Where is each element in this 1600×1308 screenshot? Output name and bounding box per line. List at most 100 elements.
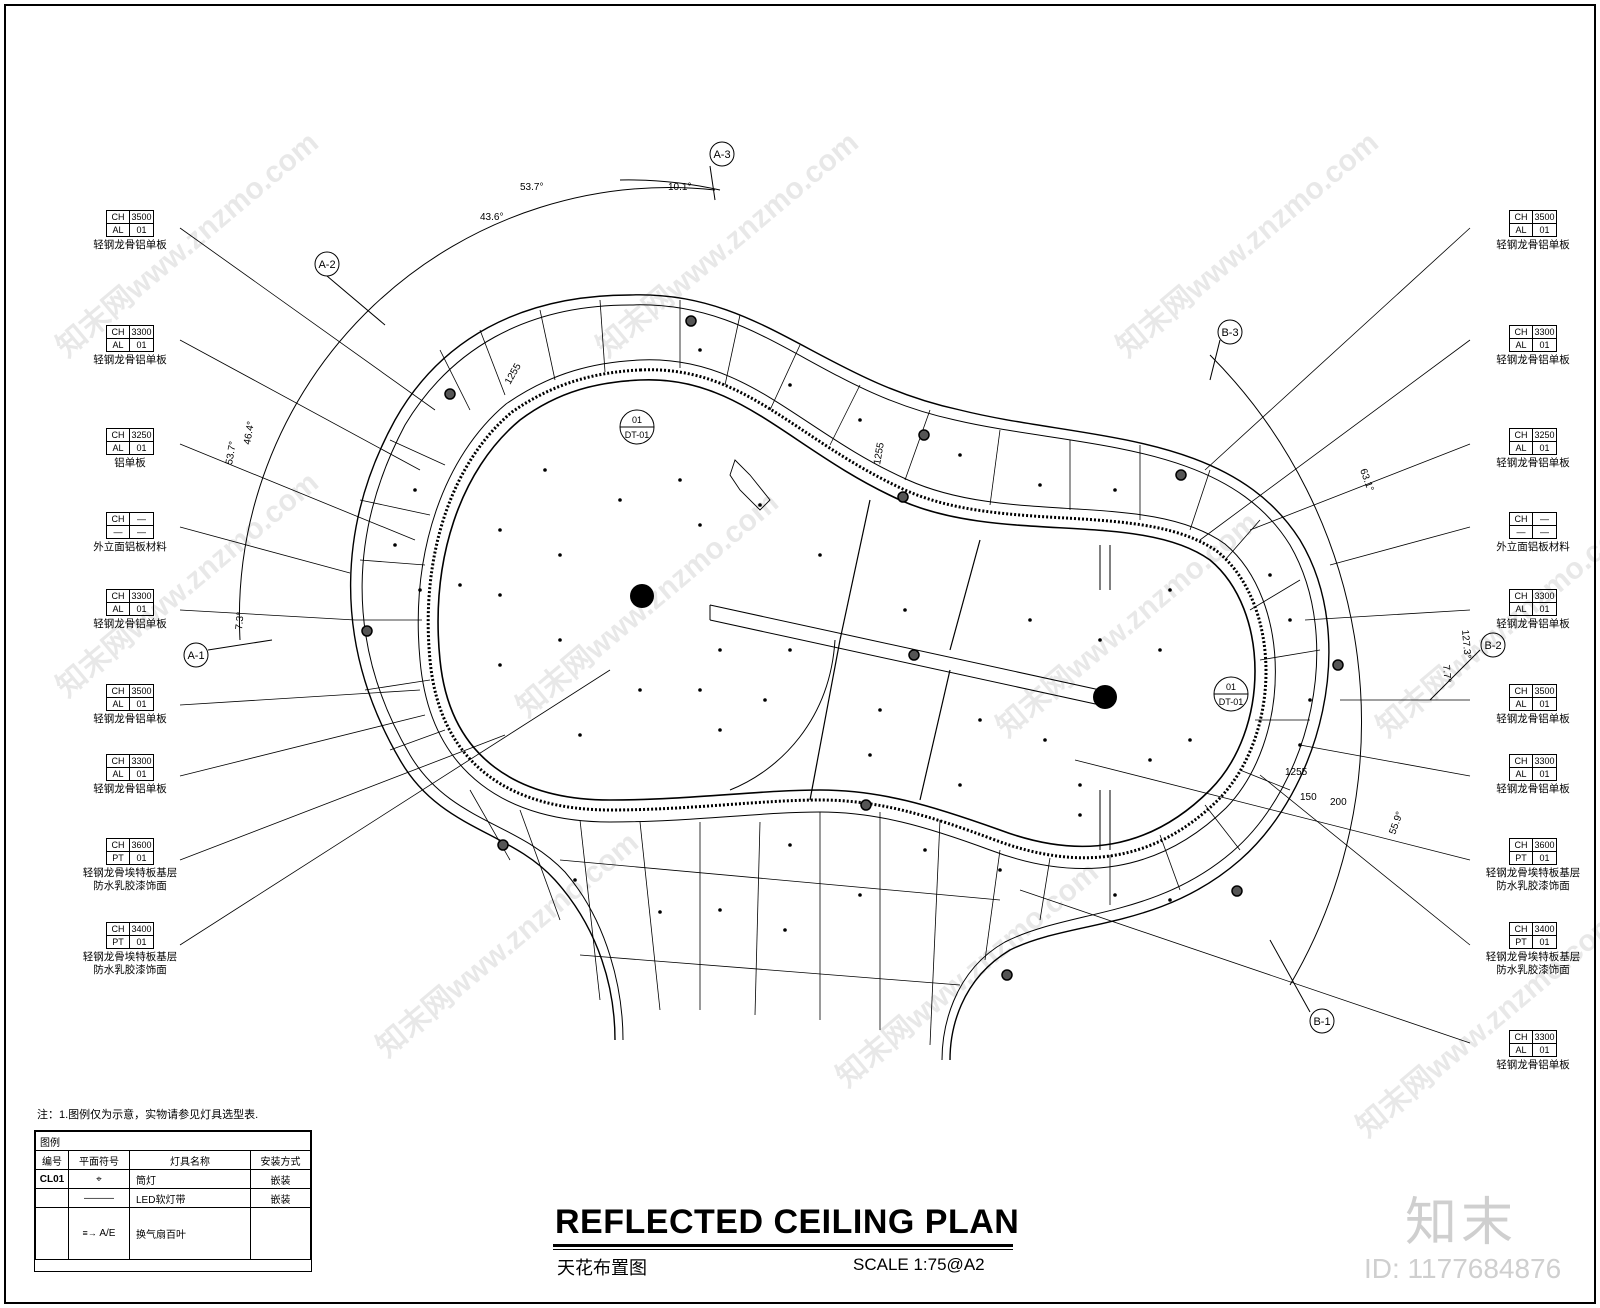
dim-200: 200 bbox=[1330, 797, 1347, 808]
tag-key: CH bbox=[1510, 513, 1533, 526]
tag-value: 01 bbox=[136, 604, 147, 614]
tag-key: CH bbox=[107, 429, 130, 442]
tag-key: AL bbox=[107, 442, 130, 454]
column-markers bbox=[361, 315, 1344, 981]
dim-1255-c: 1255 bbox=[1285, 767, 1308, 778]
tag-key: PT bbox=[107, 852, 130, 864]
note-text: 注：1.图例仅为示意，实物请参见灯具选型表. bbox=[37, 1109, 259, 1121]
legend-name-downlight: 筒灯 bbox=[129, 1169, 251, 1189]
tag-value: 3300 bbox=[1533, 327, 1556, 339]
brand-logo: 知末 bbox=[1405, 1193, 1518, 1253]
tag-key: CH bbox=[1510, 685, 1533, 698]
tag-value: 01 bbox=[136, 443, 147, 453]
tag-description: 轻钢龙骨铝单板 bbox=[1463, 239, 1600, 252]
tag-code-box: CH——— bbox=[1509, 512, 1557, 539]
tag-key: CH bbox=[107, 326, 130, 339]
tag-key: — bbox=[1510, 526, 1533, 538]
tag-key: AL bbox=[107, 768, 130, 780]
tag-description: 轻钢龙骨埃特板基层防水乳胶漆饰面 bbox=[1463, 951, 1600, 977]
tag-description-line: 外立面铝板材料 bbox=[1496, 541, 1570, 553]
material-tag: CH——— 外立面铝板材料 bbox=[1463, 512, 1600, 554]
tag-description: 轻钢龙骨铝单板 bbox=[60, 713, 200, 726]
section-label-b1: B-1 bbox=[1313, 1016, 1330, 1028]
tag-description: 轻钢龙骨铝单板 bbox=[1463, 1059, 1600, 1072]
tag-description-line: 外立面铝板材料 bbox=[93, 541, 167, 553]
tag-description: 轻钢龙骨铝单板 bbox=[1463, 713, 1600, 726]
tag-key: — bbox=[107, 526, 130, 538]
drawing-frame bbox=[4, 4, 1596, 1304]
tag-description-line: 防水乳胶漆饰面 bbox=[1496, 880, 1570, 892]
tag-value: 3300 bbox=[1533, 756, 1556, 768]
tag-description-line: 轻钢龙骨埃特板基层 bbox=[1485, 867, 1581, 879]
tag-key: AL bbox=[1510, 1044, 1533, 1056]
tag-key: PT bbox=[107, 936, 130, 948]
tag-description: 轻钢龙骨埃特板基层防水乳胶漆饰面 bbox=[60, 867, 200, 893]
legend-header-symbol: 平面符号 bbox=[68, 1150, 130, 1170]
legend-code-led bbox=[35, 1188, 69, 1208]
tag-value: 01 bbox=[1539, 1045, 1550, 1055]
tag-description-line: 轻钢龙骨铝单板 bbox=[1496, 239, 1570, 251]
outer-edge-right bbox=[629, 294, 1330, 1061]
detail-ref-right: DT-01 bbox=[1219, 697, 1244, 707]
tag-key: AL bbox=[1510, 698, 1533, 710]
tag-key: AL bbox=[107, 698, 130, 710]
tag-key: AL bbox=[1510, 768, 1533, 780]
legend-header-name: 灯具名称 bbox=[129, 1150, 251, 1170]
tag-code-box: CH——— bbox=[106, 512, 154, 539]
tag-value: 3300 bbox=[130, 327, 153, 339]
tag-key: PT bbox=[1510, 852, 1533, 864]
legend-code-cl01: CL01 bbox=[35, 1169, 69, 1189]
tag-key: CH bbox=[1510, 326, 1533, 339]
tag-value: 01 bbox=[1539, 853, 1550, 863]
tag-description: 轻钢龙骨铝单板 bbox=[1463, 354, 1600, 367]
tag-value: 3400 bbox=[1533, 924, 1556, 936]
downlight-symbol-icon: ⌖ bbox=[68, 1169, 130, 1189]
tag-description: 轻钢龙骨铝单板 bbox=[60, 354, 200, 367]
dim-150: 150 bbox=[1300, 792, 1317, 803]
tag-value: 3300 bbox=[130, 591, 153, 603]
tag-value: 3400 bbox=[130, 924, 153, 936]
tag-description-line: 防水乳胶漆饰面 bbox=[93, 964, 167, 976]
tag-value: 01 bbox=[1539, 443, 1550, 453]
tag-value: 01 bbox=[136, 699, 147, 709]
tag-key: AL bbox=[1510, 442, 1533, 454]
tag-value: 01 bbox=[136, 225, 147, 235]
tag-description: 轻钢龙骨埃特板基层防水乳胶漆饰面 bbox=[60, 951, 200, 977]
detail-number-top: 01 bbox=[632, 415, 642, 425]
tag-key: CH bbox=[1510, 923, 1533, 936]
section-marker-b3 bbox=[1217, 319, 1243, 345]
detail-ref-top: DT-01 bbox=[625, 430, 650, 440]
legend-mount-led: 嵌装 bbox=[250, 1188, 311, 1208]
tag-value: 01 bbox=[1539, 225, 1550, 235]
title-underline-thin bbox=[553, 1249, 1013, 1250]
tag-value: 3300 bbox=[1533, 1032, 1556, 1044]
tag-description: 铝单板 bbox=[60, 457, 200, 470]
legend-mount-vent bbox=[250, 1207, 311, 1260]
tag-description: 外立面铝板材料 bbox=[1463, 541, 1600, 554]
dimension-arc-b bbox=[1209, 354, 1362, 986]
section-label-a3: A-3 bbox=[713, 149, 730, 161]
legend-name-led: LED软灯带 bbox=[129, 1188, 251, 1208]
dim-angle-a3: 10.1° bbox=[668, 182, 691, 193]
tag-value: 3500 bbox=[130, 686, 153, 698]
title-underline bbox=[553, 1244, 1013, 1247]
tag-value: 3300 bbox=[1533, 591, 1556, 603]
tag-key: CH bbox=[107, 590, 130, 603]
tag-description-line: 轻钢龙骨铝单板 bbox=[93, 713, 167, 725]
tag-description-line: 轻钢龙骨埃特板基层 bbox=[1485, 951, 1581, 963]
tag-description-line: 铝单板 bbox=[114, 457, 146, 469]
